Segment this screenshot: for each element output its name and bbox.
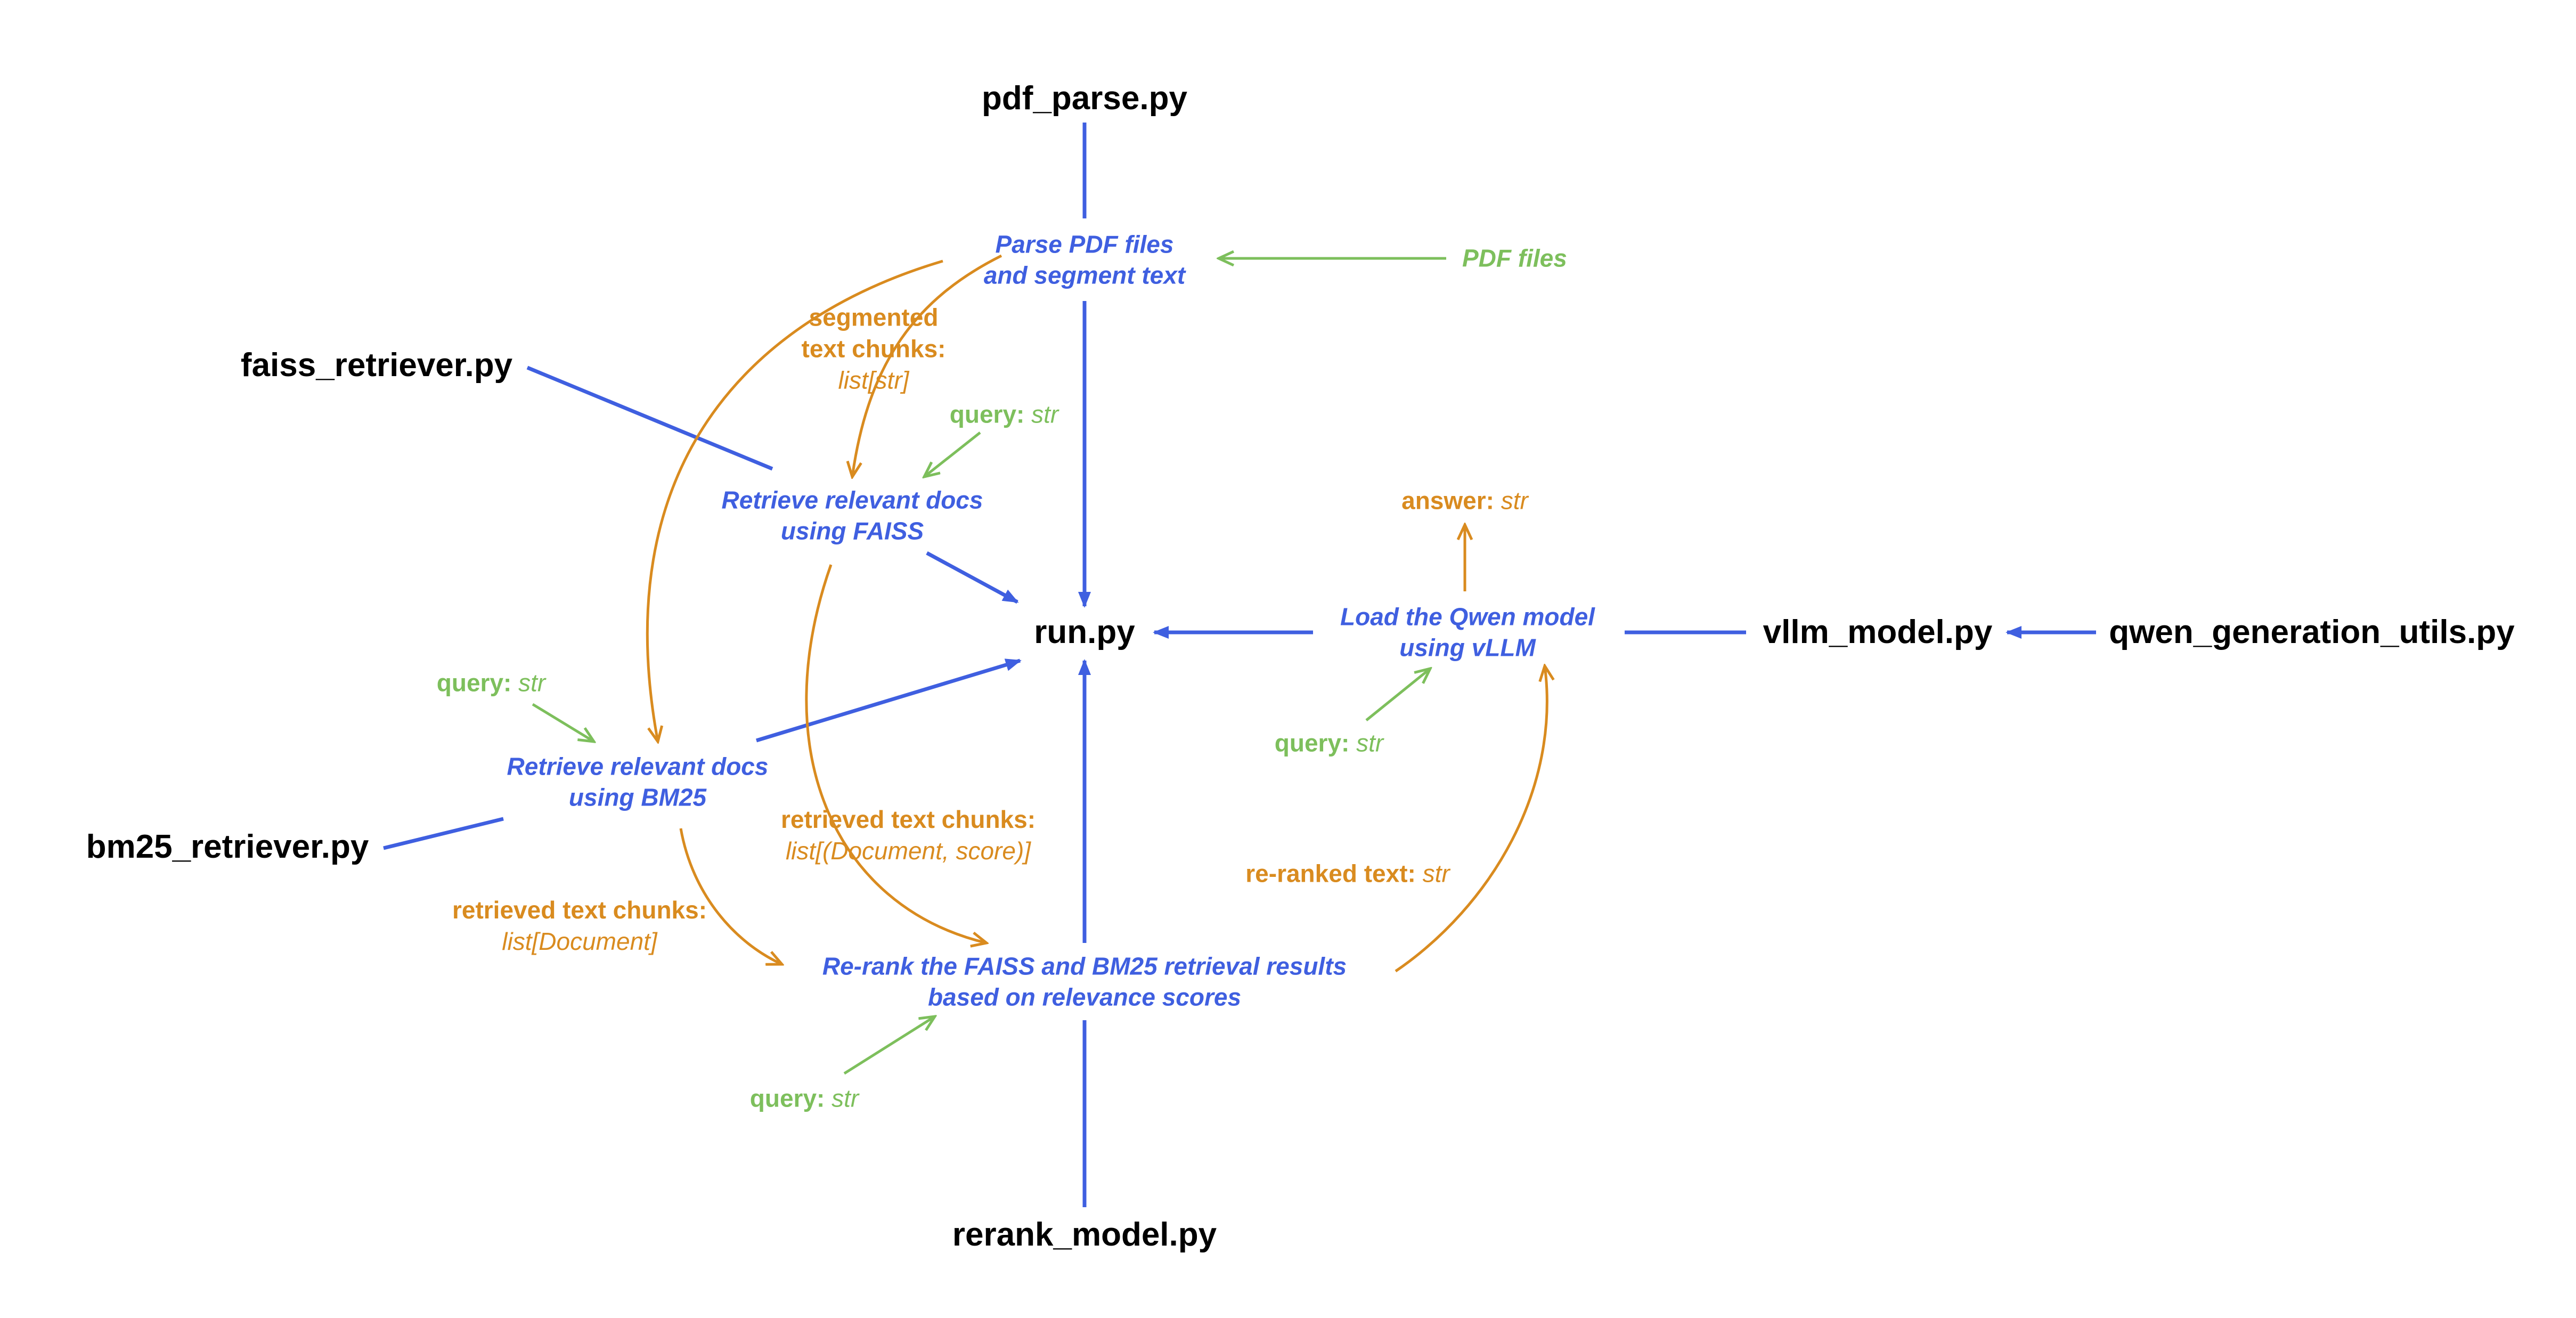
node-faiss-retriever: faiss_retriever.py bbox=[240, 346, 513, 384]
label-query-rerank-type: str bbox=[832, 1084, 859, 1112]
label-faiss-chunks: retrieved text chunks: list[(Document, s… bbox=[781, 804, 1036, 867]
edge-faiss-to-run bbox=[926, 551, 1019, 604]
label-faiss-chunks-key: retrieved text chunks: bbox=[780, 806, 1036, 834]
label-reranked: re-ranked text: str bbox=[1245, 858, 1449, 890]
edge-chunks-to-faiss bbox=[852, 254, 1002, 477]
label-reranked-type: str bbox=[1422, 859, 1450, 888]
process-faiss-retrieve-line-2: using FAISS bbox=[780, 517, 924, 544]
edge-bm25-to-rerank bbox=[679, 828, 782, 964]
node-run: run.py bbox=[1034, 613, 1135, 650]
node-vllm-model: vllm_model.py bbox=[1763, 613, 1993, 650]
label-pdf-files-text: PDF files bbox=[1462, 244, 1567, 272]
edge-query-to-faiss bbox=[924, 432, 981, 477]
label-query-faiss: query: str bbox=[950, 399, 1058, 430]
label-query-bm25-key: query: bbox=[436, 669, 512, 697]
label-query-faiss-key: query: bbox=[949, 400, 1025, 428]
label-query-bm25-type: str bbox=[518, 669, 546, 697]
process-load-qwen-line-2: using vLLM bbox=[1399, 633, 1536, 661]
edge-query-to-qwen bbox=[1365, 669, 1430, 721]
label-answer-key: answer: bbox=[1401, 486, 1494, 515]
edge-query-to-bm25 bbox=[532, 703, 594, 742]
process-bm25-retrieve: Retrieve relevant docs using BM25 bbox=[507, 752, 769, 813]
process-parse-pdf-line-1: Parse PDF files bbox=[995, 230, 1174, 258]
process-faiss-retrieve: Retrieve relevant docs using FAISS bbox=[722, 485, 983, 547]
node-qwen-generation-utils: qwen_generation_utils.py bbox=[2109, 613, 2515, 650]
node-bm25-retriever: bm25_retriever.py bbox=[86, 828, 369, 865]
label-pdf-files: PDF files bbox=[1462, 243, 1567, 274]
label-query-qwen-type: str bbox=[1356, 729, 1384, 757]
process-faiss-retrieve-line-1: Retrieve relevant docs bbox=[721, 486, 983, 514]
label-segmented-chunks-type: list[str] bbox=[838, 366, 909, 394]
label-reranked-key: re-ranked text: bbox=[1245, 859, 1416, 888]
edge-bm25-module-to-process bbox=[383, 817, 504, 850]
label-query-rerank: query: str bbox=[750, 1083, 859, 1114]
process-load-qwen-line-1: Load the Qwen model bbox=[1340, 603, 1595, 631]
process-load-qwen: Load the Qwen model using vLLM bbox=[1340, 602, 1595, 663]
edge-rerank-to-qwen bbox=[1395, 666, 1547, 973]
label-bm25-chunks-type: list[Document] bbox=[502, 928, 657, 955]
process-rerank-line-1: Re-rank the FAISS and BM25 retrieval res… bbox=[822, 952, 1347, 980]
edge-faiss-module-to-process bbox=[526, 365, 773, 471]
process-bm25-retrieve-line-2: using BM25 bbox=[568, 783, 707, 811]
label-segmented-chunks-key-1: segmented bbox=[809, 303, 939, 331]
label-query-rerank-key: query: bbox=[749, 1084, 825, 1112]
process-rerank-line-2: based on relevance scores bbox=[927, 983, 1242, 1011]
label-query-qwen: query: str bbox=[1275, 728, 1383, 759]
label-bm25-chunks: retrieved text chunks: list[Document] bbox=[452, 894, 707, 957]
label-segmented-chunks: segmented text chunks: list[str] bbox=[802, 302, 946, 396]
process-parse-pdf-line-2: and segment text bbox=[983, 261, 1186, 289]
label-bm25-chunks-key: retrieved text chunks: bbox=[452, 896, 707, 924]
process-parse-pdf: Parse PDF files and segment text bbox=[984, 230, 1185, 291]
label-segmented-chunks-key-2: text chunks: bbox=[801, 335, 946, 363]
label-answer: answer: str bbox=[1401, 485, 1528, 517]
label-faiss-chunks-type: list[(Document, score)] bbox=[785, 837, 1031, 865]
edge-faiss-to-rerank bbox=[805, 564, 987, 943]
label-query-qwen-key: query: bbox=[1274, 729, 1350, 757]
edge-query-to-rerank bbox=[843, 1016, 935, 1075]
edge-bm25-to-run bbox=[755, 658, 1022, 743]
process-rerank: Re-rank the FAISS and BM25 retrieval res… bbox=[822, 951, 1347, 1013]
label-answer-type: str bbox=[1501, 486, 1528, 515]
node-pdf-parse: pdf_parse.py bbox=[982, 79, 1187, 117]
label-query-bm25: query: str bbox=[437, 668, 545, 699]
edge-chunks-to-bm25 bbox=[646, 259, 943, 742]
label-query-faiss-type: str bbox=[1031, 400, 1059, 428]
node-rerank-model: rerank_model.py bbox=[952, 1216, 1217, 1253]
process-bm25-retrieve-line-1: Retrieve relevant docs bbox=[507, 752, 769, 780]
